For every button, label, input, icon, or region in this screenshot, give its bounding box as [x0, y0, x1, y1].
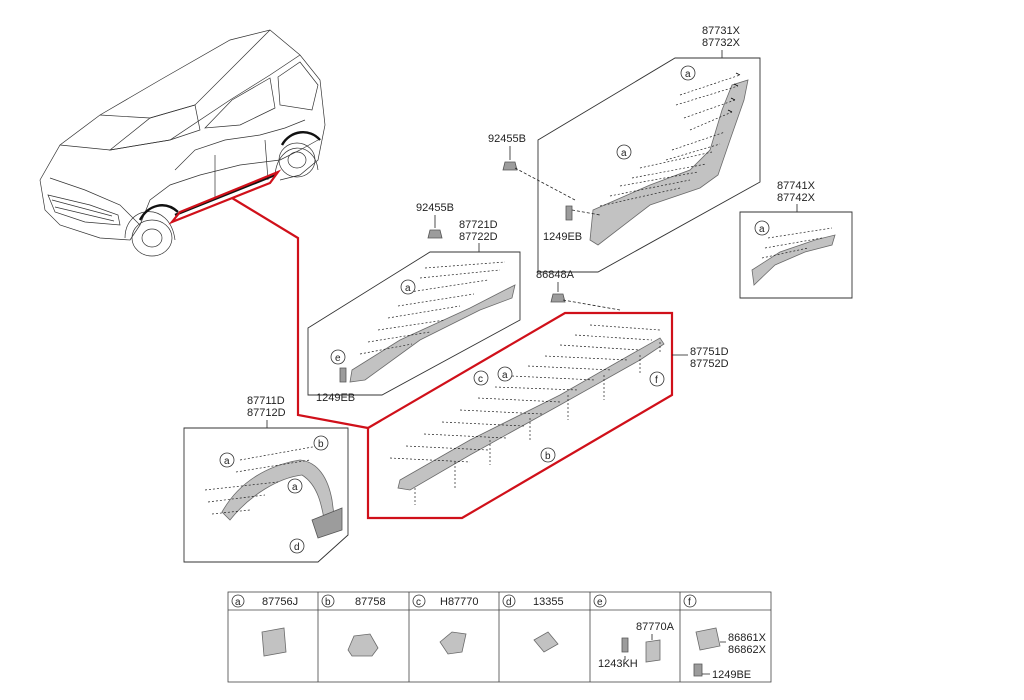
legend-cell-c: c H87770	[412, 594, 479, 655]
part-icon-87758	[347, 633, 379, 657]
badge-a-right	[754, 220, 770, 236]
svg-text:13355: 13355	[533, 596, 564, 608]
svg-text:b: b	[545, 451, 551, 462]
badge-b-sill	[540, 447, 556, 463]
badge-a-arch	[219, 452, 235, 468]
part-icon-87770A	[645, 639, 661, 663]
callout-87711D: 87711D	[247, 395, 285, 407]
legend-cell-f: f 86861X 86862X 1249BE	[683, 594, 767, 681]
svg-text:d: d	[294, 542, 300, 553]
badge-b-arch	[313, 435, 329, 451]
svg-text:87770A: 87770A	[636, 621, 675, 633]
svg-text:a: a	[685, 69, 691, 80]
svg-text:a: a	[621, 148, 627, 159]
callout-92455B-top: 92455B	[488, 133, 526, 145]
group-87741X: 87741X 87742X a	[739, 180, 853, 299]
svg-text:e: e	[335, 353, 341, 364]
callout-87732X: 87732X	[702, 37, 741, 49]
svg-text:87758: 87758	[355, 596, 386, 608]
screw-icon-1249EB-top	[565, 205, 573, 221]
callout-92455B-mid: 92455B	[416, 202, 454, 214]
clip-icon-92455B-top	[502, 161, 518, 171]
svg-text:e: e	[597, 597, 603, 608]
badge-a-top	[680, 65, 696, 81]
group-87731X: 87731X 87732X a a 92455B 1249EB	[488, 25, 761, 273]
callout-87742X: 87742X	[777, 192, 816, 204]
svg-text:d: d	[506, 597, 512, 608]
legend-table: a 87756J b 87758 c H87770 d 13355 e 8777…	[227, 591, 772, 683]
svg-text:c: c	[416, 597, 421, 608]
callout-87712D: 87712D	[247, 407, 286, 419]
svg-text:b: b	[318, 439, 324, 450]
screw-icon-1243KH	[621, 637, 629, 653]
svg-text:86862X: 86862X	[728, 644, 767, 656]
callout-1249EB-mid: 1249EB	[316, 392, 355, 404]
screw-icon-1249EB-mid	[339, 367, 347, 383]
clip-icon-86848A	[550, 293, 566, 303]
svg-text:a: a	[235, 597, 241, 608]
svg-text:c: c	[478, 374, 483, 385]
badge-a-sill	[497, 366, 513, 382]
svg-text:86861X: 86861X	[728, 632, 767, 644]
clip-icon-92455B-mid	[427, 229, 443, 239]
part-icon-H87770	[439, 631, 467, 655]
svg-text:f: f	[688, 597, 691, 608]
badge-c-sill	[473, 370, 489, 386]
callout-87741X: 87741X	[777, 180, 816, 192]
callout-1249EB-top: 1249EB	[543, 231, 582, 243]
part-icon-86861X	[695, 627, 721, 651]
svg-text:a: a	[224, 456, 230, 467]
svg-text:b: b	[325, 597, 331, 608]
callout-87751D: 87751D	[690, 346, 729, 358]
highlight-leader	[231, 197, 369, 430]
part-icon-87756J	[261, 627, 287, 657]
car-illustration	[39, 29, 326, 257]
group-87711D: 87711D 87712D a b a d	[183, 395, 349, 563]
callout-86848A: 86848A	[536, 269, 575, 281]
part-icon-13355	[533, 631, 559, 653]
group-87721D: 92455B 87721D 87722D a e 1249EB	[307, 202, 521, 404]
legend-cell-b: b 87758	[321, 594, 386, 657]
callout-87721D: 87721D	[459, 219, 498, 231]
callout-87722D: 87722D	[459, 231, 498, 243]
badge-d-arch	[289, 538, 305, 554]
svg-text:a: a	[405, 283, 411, 294]
group-87751D: 86848A c a b f 87751D 87752D	[366, 269, 729, 520]
badge-e-mid	[330, 349, 346, 365]
callout-87731X: 87731X	[702, 25, 741, 37]
badge-f-sill	[649, 371, 665, 387]
legend-cell-d: d 13355	[502, 594, 564, 653]
badge-a-mid	[400, 279, 416, 295]
callout-87752D: 87752D	[690, 358, 729, 370]
svg-text:1249BE: 1249BE	[712, 669, 751, 681]
svg-text:a: a	[759, 224, 765, 235]
highlight-box	[366, 311, 674, 520]
svg-text:87756J: 87756J	[262, 596, 298, 608]
screw-icon-1249BE	[693, 663, 703, 677]
svg-text:f: f	[655, 375, 658, 386]
legend-cell-a: a 87756J	[231, 594, 298, 657]
svg-text:H87770: H87770	[440, 596, 479, 608]
svg-text:a: a	[502, 370, 508, 381]
legend-cell-e: e 87770A 1243KH	[593, 594, 675, 670]
svg-text:1243KH: 1243KH	[598, 658, 638, 670]
svg-text:a: a	[292, 482, 298, 493]
badge-a-top2	[616, 144, 632, 160]
badge-a-arch2	[287, 478, 303, 494]
